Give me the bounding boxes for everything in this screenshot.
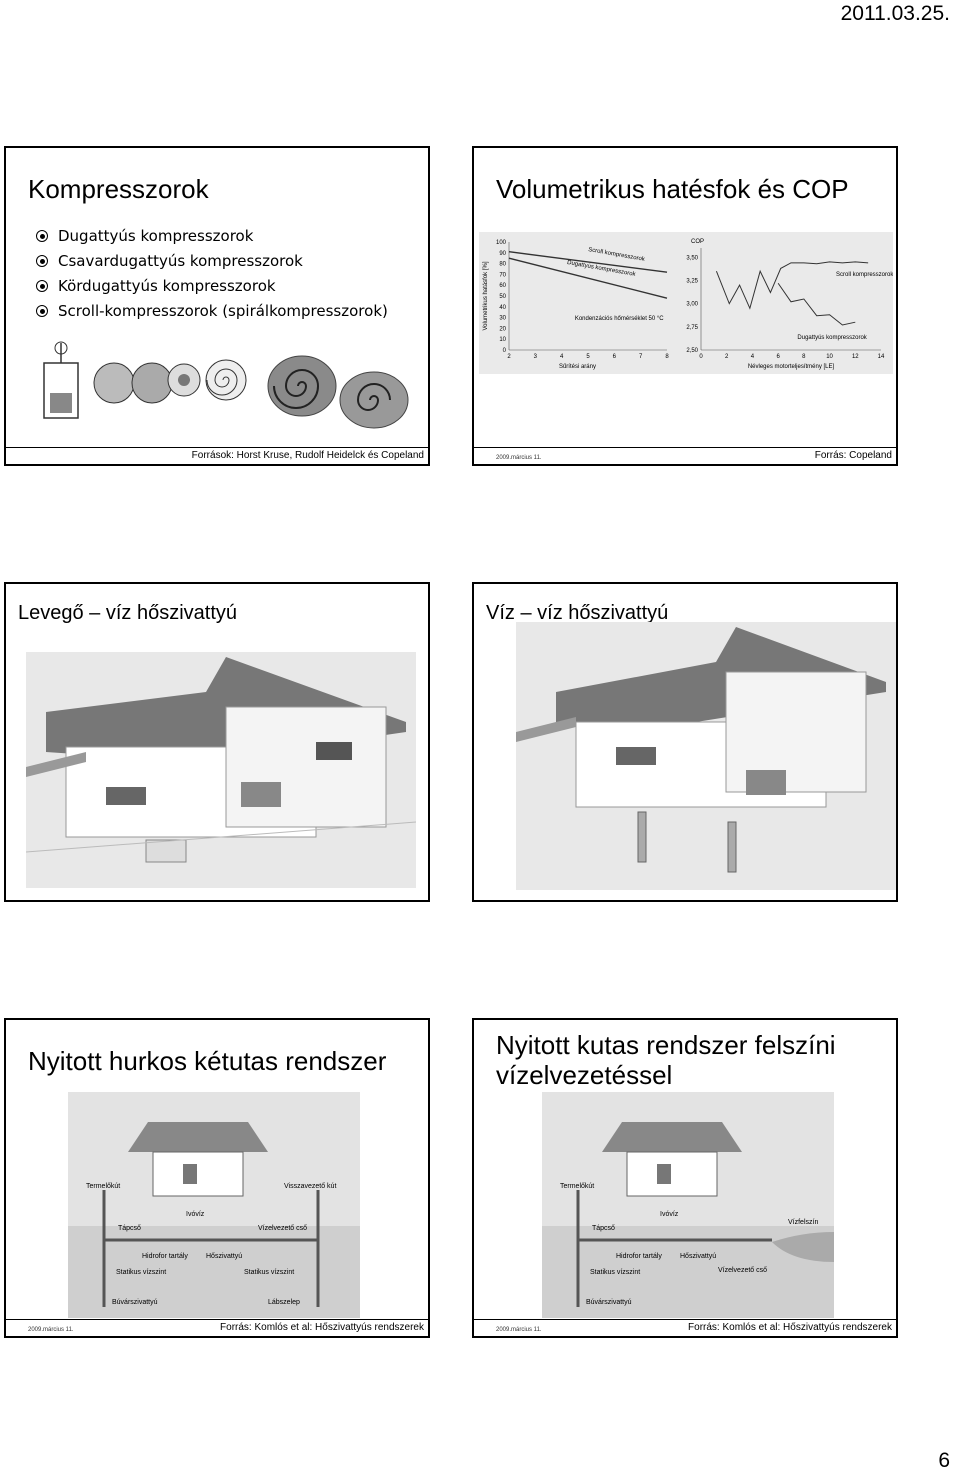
series-label: Scroll kompresszorok bbox=[836, 272, 893, 278]
label-vizelvezeto: Vízelvezető cső bbox=[718, 1267, 767, 1274]
x-tick-label: 5 bbox=[586, 354, 590, 360]
slide-title: Nyitott hurkos kétutas rendszer bbox=[28, 1046, 387, 1076]
y-tick-label: 50 bbox=[499, 294, 506, 300]
slide-kompresszorok: Kompresszorok Dugattyús kompresszorok Cs… bbox=[4, 146, 430, 466]
y-tick-label: 3,00 bbox=[686, 302, 698, 308]
page-number: 6 bbox=[938, 1449, 950, 1472]
x-tick-label: 14 bbox=[878, 354, 885, 360]
label-buvar: Búvárszivattyú bbox=[112, 1299, 158, 1306]
label-hoszivattyu: Hőszivattyú bbox=[206, 1253, 242, 1260]
x-tick-label: 0 bbox=[699, 354, 703, 360]
date-small: 2009.március 11. bbox=[496, 1327, 542, 1333]
y-tick-label: 3,25 bbox=[686, 278, 698, 284]
surface-drainage-diagram: Termelőkút Ivóvíz Tápcső Vízfelszín Hidr… bbox=[542, 1092, 834, 1318]
annotation: Kondenzációs hőmérséklet 50 °C bbox=[575, 316, 664, 322]
series-label: Dugattyús kompresszorok bbox=[797, 335, 867, 341]
chart-title: COP bbox=[691, 239, 704, 245]
source-text: Források: Horst Kruse, Rudolf Heidelck é… bbox=[191, 450, 424, 461]
y-tick-label: 0 bbox=[503, 348, 507, 354]
bullet-list: Dugattyús kompresszorok Csavardugattyús … bbox=[36, 224, 388, 324]
slide-title: Levegő – víz hőszivattyú bbox=[18, 602, 238, 624]
y-tick-label: 70 bbox=[499, 272, 506, 278]
y-tick-label: 40 bbox=[499, 305, 506, 311]
date-small: 2009.március 11. bbox=[28, 1327, 74, 1333]
label-hidrofor: Hidrofor tartály bbox=[142, 1253, 188, 1260]
label-buvar: Búvárszivattyú bbox=[586, 1299, 632, 1306]
source-text: Forrás: Copeland bbox=[814, 450, 892, 461]
label-termelokut: Termelőkút bbox=[560, 1183, 594, 1190]
x-tick-label: 7 bbox=[639, 354, 643, 360]
x-tick-label: 4 bbox=[751, 354, 755, 360]
open-loop-diagram: Termelőkút Visszavezető kút Ivóvíz Tápcs… bbox=[68, 1092, 360, 1318]
y-tick-label: 60 bbox=[499, 283, 506, 289]
x-tick-label: 3 bbox=[534, 354, 538, 360]
slide-title: Volumetrikus hatésfok és COP bbox=[496, 174, 849, 204]
x-axis-label: Sűrítési arány bbox=[559, 364, 596, 370]
x-tick-label: 6 bbox=[613, 354, 617, 360]
label-ivoviz: Ivóvíz bbox=[660, 1211, 679, 1218]
y-tick-label: 3,50 bbox=[686, 255, 698, 261]
series-line bbox=[508, 257, 668, 299]
house-illustration bbox=[26, 652, 416, 888]
slide-title: Kompresszorok bbox=[28, 174, 209, 204]
label-hidrofor: Hidrofor tartály bbox=[616, 1253, 662, 1260]
slide-title: Nyitott kutas rendszer felszíni vízelvez… bbox=[496, 1030, 836, 1090]
x-axis-label: Névleges motorteljesítmény [LE] bbox=[748, 364, 835, 370]
series-label: Scroll kompresszorok bbox=[588, 247, 647, 263]
y-axis-label: Volumetrikus hatásfok [%] bbox=[483, 261, 489, 330]
y-tick-label: 80 bbox=[499, 262, 506, 268]
y-tick-label: 30 bbox=[499, 316, 506, 322]
label-statikus: Statikus vízszint bbox=[590, 1269, 640, 1276]
bullet-item: Dugattyús kompresszorok bbox=[36, 224, 388, 249]
x-tick-label: 10 bbox=[826, 354, 833, 360]
label-vizfelszin: Vízfelszín bbox=[788, 1219, 818, 1226]
x-tick-label: 8 bbox=[802, 354, 806, 360]
slide-title: Víz – víz hőszivattyú bbox=[486, 602, 669, 624]
slide-nyitott-hurkos: Nyitott hurkos kétutas rendszer Termelők… bbox=[4, 1018, 430, 1338]
date-small: 2009.március 11. bbox=[496, 455, 542, 461]
x-tick-label: 12 bbox=[852, 354, 859, 360]
x-tick-label: 8 bbox=[665, 354, 669, 360]
label-visszavezeto: Visszavezető kút bbox=[284, 1183, 336, 1190]
bullet-item: Csavardugattyús kompresszorok bbox=[36, 249, 388, 274]
y-tick-label: 100 bbox=[496, 240, 507, 246]
y-tick-label: 10 bbox=[499, 337, 506, 343]
label-tapcso: Tápcső bbox=[592, 1225, 615, 1232]
compressor-illustrations bbox=[43, 341, 409, 429]
label-tapcso: Tápcső bbox=[118, 1225, 141, 1232]
x-tick-label: 2 bbox=[507, 354, 511, 360]
label-statikus1: Statikus vízszint bbox=[116, 1269, 166, 1276]
x-tick-label: 6 bbox=[776, 354, 780, 360]
slide-nyitott-kutas: Nyitott kutas rendszer felszíni vízelvez… bbox=[472, 1018, 898, 1338]
source-text: Forrás: Komlós et al: Hőszivattyús rends… bbox=[220, 1322, 424, 1333]
series-line bbox=[777, 282, 856, 326]
bullet-item: Scroll-kompresszorok (spirálkompresszoro… bbox=[36, 299, 388, 324]
y-tick-label: 20 bbox=[499, 326, 506, 332]
y-tick-label: 2,50 bbox=[686, 348, 698, 354]
series-line bbox=[508, 251, 668, 273]
label-vizelvezeto: Vízelvezető cső bbox=[258, 1225, 307, 1232]
label-ivoviz: Ivóvíz bbox=[186, 1211, 205, 1218]
slide-viz-viz: Víz – víz hőszivattyú bbox=[472, 582, 898, 902]
house-illustration bbox=[516, 622, 896, 890]
header-date: 2011.03.25. bbox=[840, 2, 950, 25]
label-statikus2: Statikus vízszint bbox=[244, 1269, 294, 1276]
y-tick-label: 2,75 bbox=[686, 325, 698, 331]
slide-levego-viz: Levegő – víz hőszivattyú bbox=[4, 582, 430, 902]
x-tick-label: 4 bbox=[560, 354, 564, 360]
x-tick-label: 2 bbox=[725, 354, 729, 360]
label-hoszivattyu: Hőszivattyú bbox=[680, 1253, 716, 1260]
label-labszelep: Lábszelep bbox=[268, 1299, 300, 1306]
bullet-item: Kördugattyús kompresszorok bbox=[36, 274, 388, 299]
series-line bbox=[715, 261, 869, 310]
source-text: Forrás: Komlós et al: Hőszivattyús rends… bbox=[688, 1322, 892, 1333]
label-termelokut: Termelőkút bbox=[86, 1183, 120, 1190]
y-tick-label: 90 bbox=[499, 251, 506, 257]
